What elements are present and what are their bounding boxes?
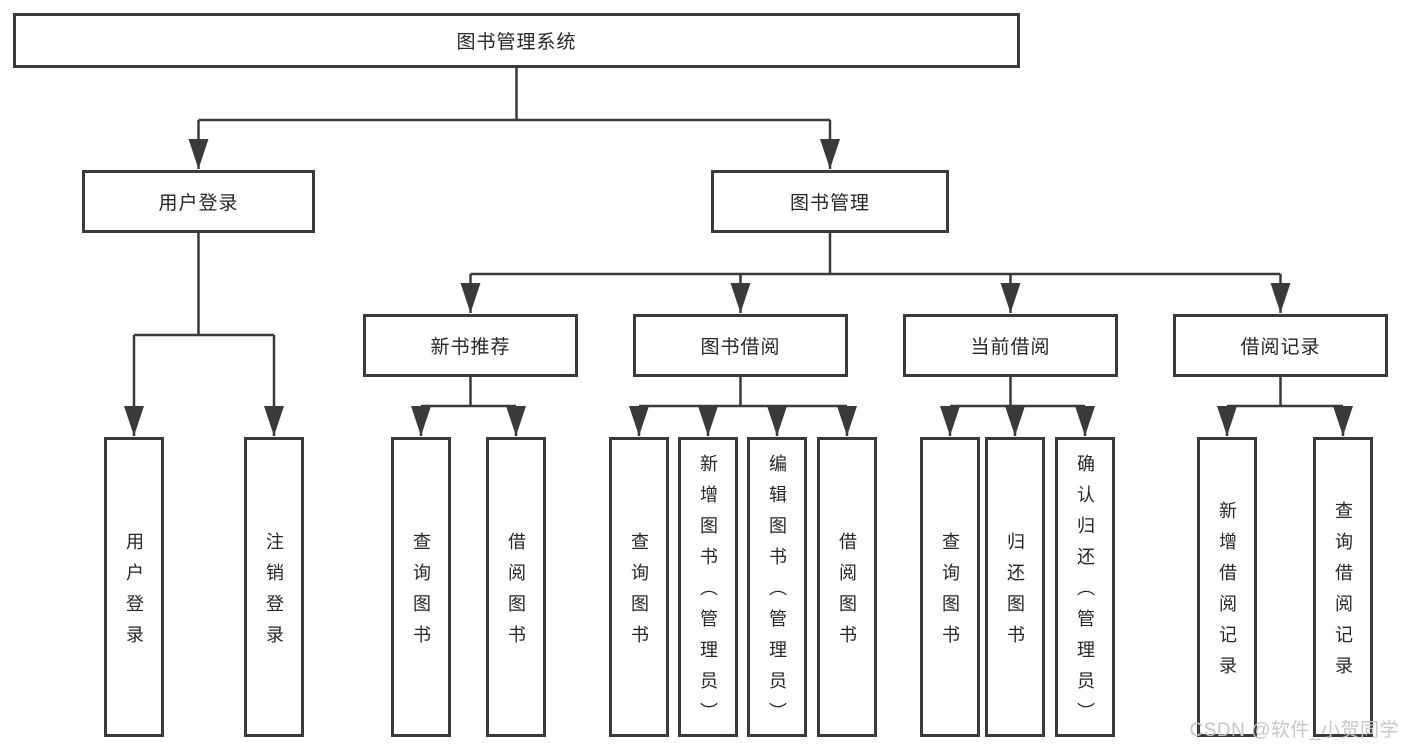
node-current-borrowing: 当前借阅 [903, 314, 1118, 377]
node-label: 借阅图书 [837, 531, 857, 656]
node-label: 用户登录 [158, 193, 239, 214]
node-borrowing-records: 借阅记录 [1173, 314, 1388, 377]
node-label: 用户登录 [124, 531, 144, 656]
node-current-confirm-return-admin: 确认归还（管理员） [1055, 437, 1115, 737]
node-user-login: 用户登录 [82, 170, 315, 233]
node-borrow-borrow-books: 借阅图书 [817, 437, 877, 737]
node-label: 注销登录 [264, 531, 284, 656]
node-label: 图书借阅 [700, 337, 781, 358]
node-label: 编辑图书（管理员） [767, 454, 787, 733]
node-logout-action: 注销登录 [244, 437, 304, 737]
node-records-add-record: 新增借阅记录 [1197, 437, 1257, 737]
node-label: 归还图书 [1005, 531, 1025, 656]
node-borrow-query-books: 查询图书 [609, 437, 669, 737]
csdn-watermark: CSDN @软件_小贺同学 [1189, 720, 1399, 741]
node-label: 查询图书 [629, 531, 649, 656]
node-book-borrowing: 图书借阅 [633, 314, 848, 377]
node-label: 查询图书 [411, 531, 431, 656]
node-recommend-query-books: 查询图书 [391, 437, 451, 737]
node-label: 新增图书（管理员） [698, 454, 718, 733]
node-label: 借阅图书 [506, 531, 526, 656]
node-label: 图书管理系统 [456, 32, 577, 53]
node-label: 当前借阅 [970, 337, 1051, 358]
node-label: 确认归还（管理员） [1075, 454, 1095, 733]
node-login-action: 用户登录 [104, 437, 164, 737]
node-current-return-books: 归还图书 [985, 437, 1045, 737]
node-label: 图书管理 [789, 193, 870, 214]
node-label: 查询借阅记录 [1333, 500, 1353, 687]
node-label: 借阅记录 [1240, 337, 1321, 358]
node-label: 新书推荐 [430, 337, 511, 358]
node-borrow-add-books-admin: 新增图书（管理员） [678, 437, 738, 737]
node-book-management: 图书管理 [711, 170, 949, 233]
node-records-query-record: 查询借阅记录 [1313, 437, 1373, 737]
node-label: 新增借阅记录 [1217, 500, 1237, 687]
node-borrow-edit-books-admin: 编辑图书（管理员） [747, 437, 807, 737]
node-current-query-books: 查询图书 [920, 437, 980, 737]
node-label: 查询图书 [940, 531, 960, 656]
node-new-book-recommendation: 新书推荐 [363, 314, 578, 377]
node-library-system: 图书管理系统 [13, 13, 1020, 68]
node-recommend-borrow-books: 借阅图书 [486, 437, 546, 737]
connector-rails [134, 68, 1343, 408]
